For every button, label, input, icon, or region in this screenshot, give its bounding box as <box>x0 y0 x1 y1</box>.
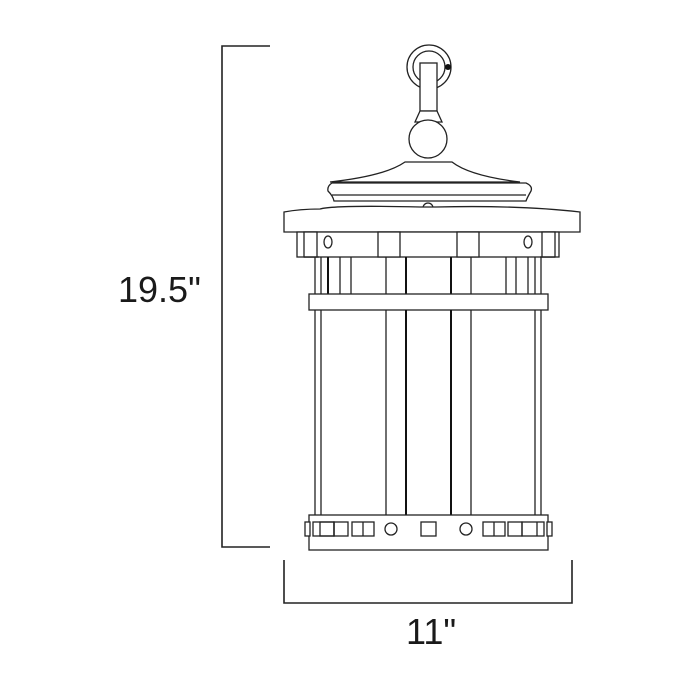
lantern-roof <box>283 161 581 233</box>
middle-band <box>308 293 549 311</box>
upper-band <box>296 231 560 258</box>
lower-bars <box>314 310 542 515</box>
width-dimension-label: 11" <box>406 611 457 652</box>
lantern-stem <box>408 62 448 159</box>
height-dimension-label: 19.5" <box>118 269 201 310</box>
width-dimension-line <box>283 560 573 604</box>
upper-bars <box>314 257 542 294</box>
bottom-band <box>304 514 553 551</box>
height-dimension-line <box>221 45 270 548</box>
